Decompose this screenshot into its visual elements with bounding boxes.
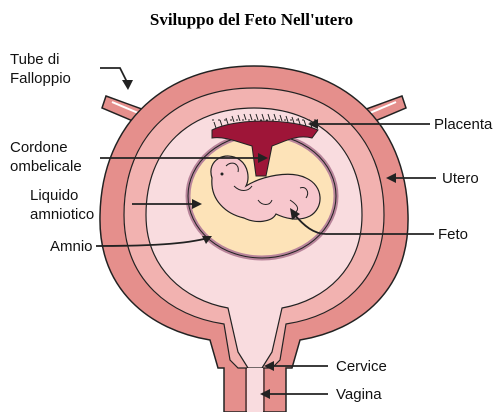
label-cordone: Cordone ombelicale <box>10 138 82 176</box>
label-liquido-line1: Liquido <box>30 186 94 205</box>
label-placenta: Placenta <box>434 115 492 134</box>
label-tube-line1: Tube di <box>10 50 71 69</box>
label-cordone-line1: Cordone <box>10 138 82 157</box>
label-utero: Utero <box>442 169 479 188</box>
label-tube-line2: Falloppio <box>10 69 71 88</box>
label-feto: Feto <box>438 225 468 244</box>
label-cordone-line2: ombelicale <box>10 157 82 176</box>
label-vagina: Vagina <box>336 385 382 404</box>
label-liquido-line2: amniotico <box>30 205 94 224</box>
label-cervice: Cervice <box>336 357 387 376</box>
label-liquido: Liquido amniotico <box>30 186 94 224</box>
label-amnio: Amnio <box>50 237 93 256</box>
label-tube: Tube di Falloppio <box>10 50 71 88</box>
